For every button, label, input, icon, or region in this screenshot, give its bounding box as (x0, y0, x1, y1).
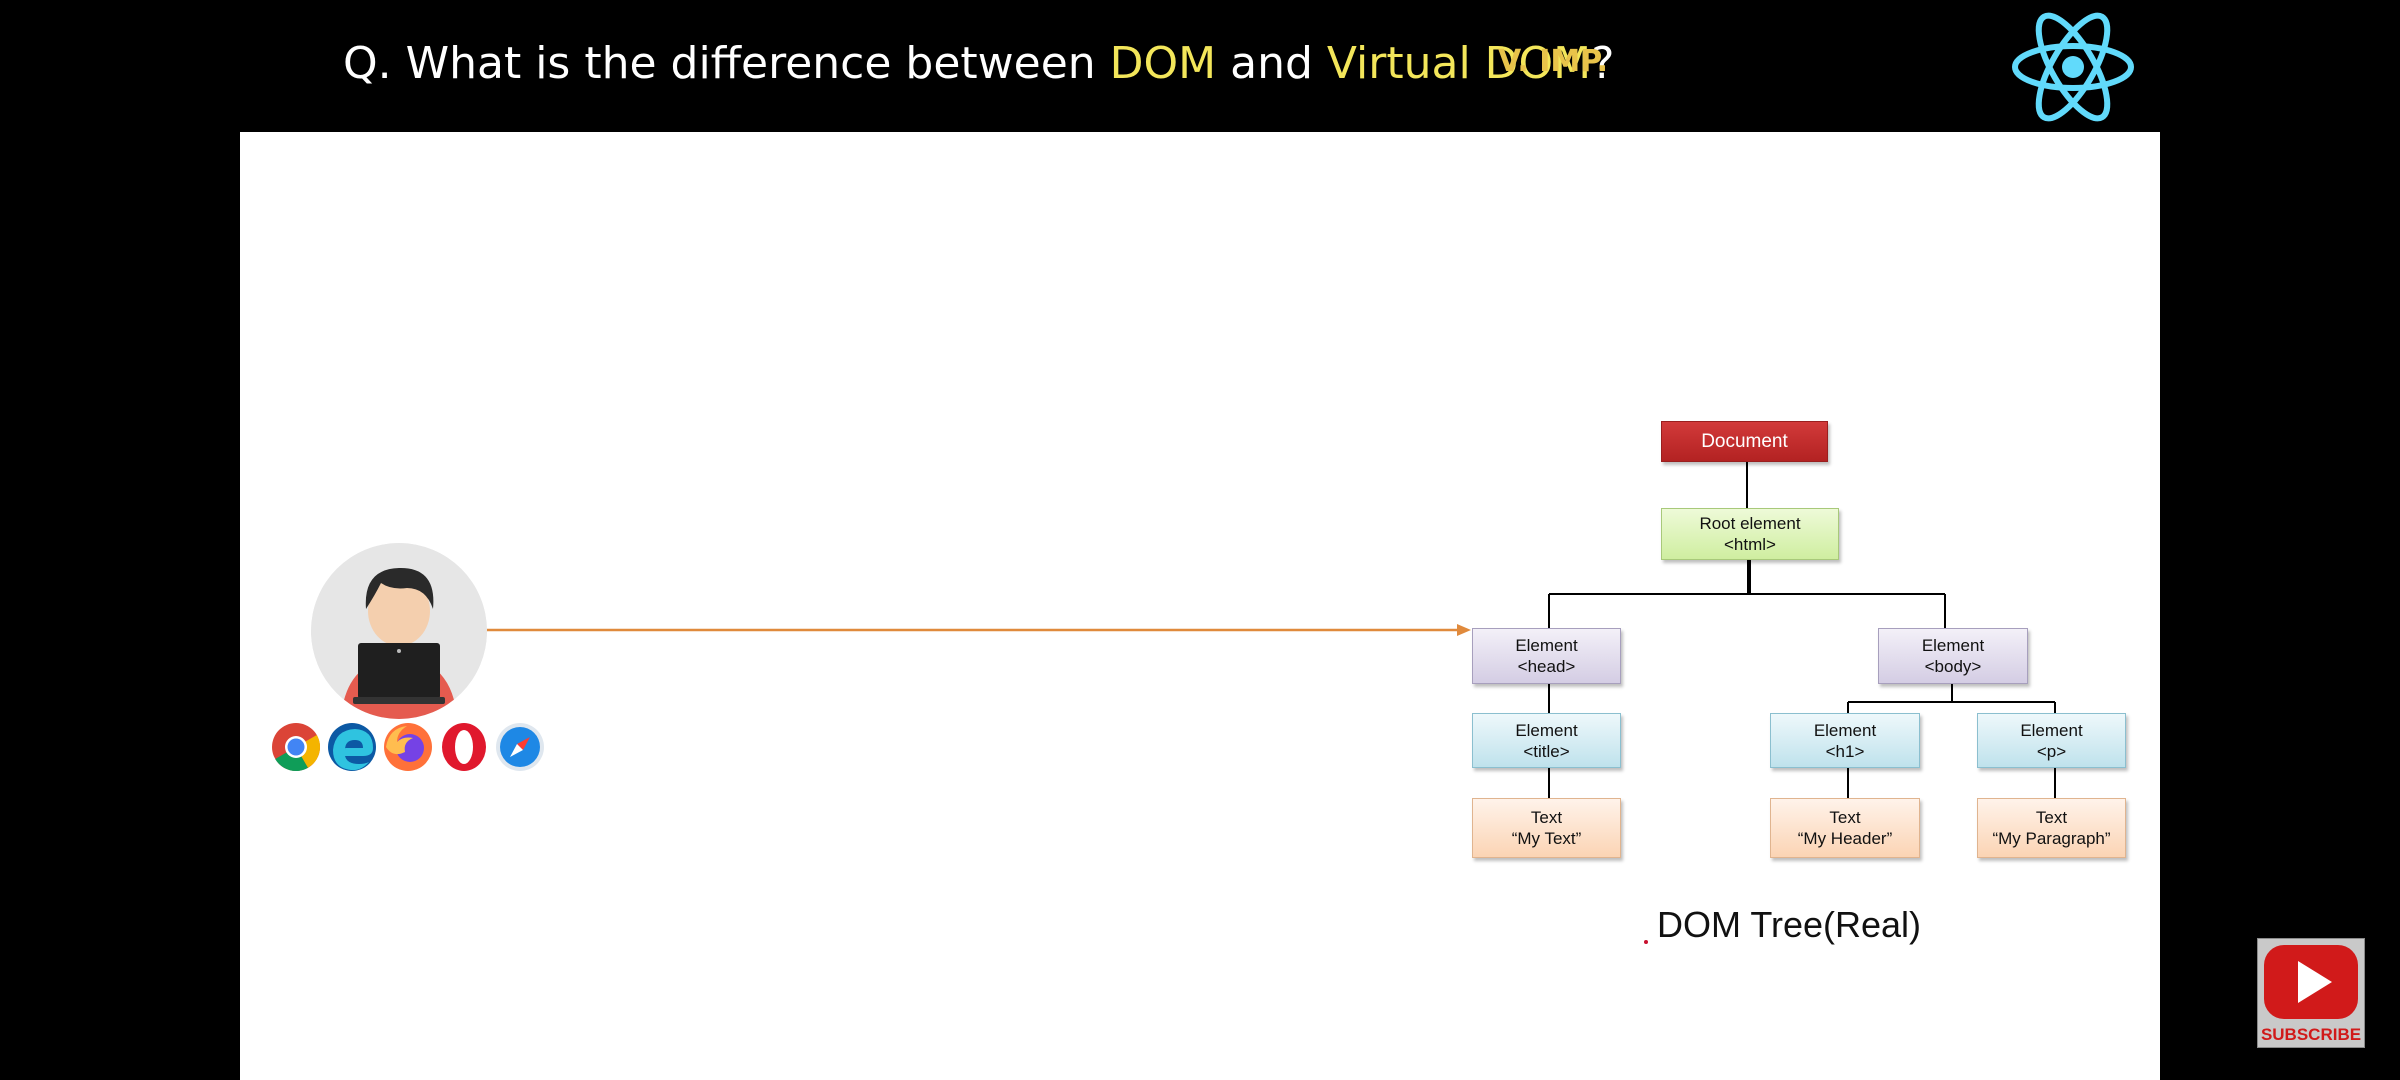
node-h1: Element <h1> (1770, 713, 1920, 768)
title-dom: DOM (1109, 38, 1217, 89)
cursor-dot (1644, 940, 1648, 944)
node-title-line2: <title> (1523, 741, 1570, 761)
node-document: Document (1661, 421, 1828, 462)
node-h1-line1: Element (1813, 720, 1877, 740)
subscribe-button[interactable]: SUBSCRIBE (2257, 938, 2365, 1048)
node-head-line2: <head> (1517, 657, 1576, 676)
title-question-mark: ? (1591, 38, 1615, 89)
node-title-line1: Element (1515, 720, 1578, 740)
node-title: Element <title> (1472, 713, 1621, 768)
node-p: Element <p> (1977, 713, 2126, 768)
node-text2-line2: “My Header” (1797, 829, 1893, 848)
importance-label: V. IMP. (1498, 44, 1609, 79)
request-arrow (487, 624, 1471, 636)
node-text-title: Text “My Text” (1472, 798, 1621, 858)
subscribe-label: SUBSCRIBE (2260, 1025, 2362, 1044)
node-head-line1: Element (1515, 636, 1578, 655)
slide-canvas (240, 132, 2160, 1080)
diagram-caption: DOM Tree(Real) (1657, 904, 1922, 945)
node-text1-line2: “My Text” (1511, 829, 1582, 848)
node-head: Element <head> (1472, 628, 1621, 684)
browser-icons (271, 722, 545, 778)
title-and: and (1216, 38, 1327, 89)
node-body-line2: <body> (1924, 657, 1982, 676)
node-root-line2: <html> (1724, 535, 1776, 554)
title-prefix: Q. What is the difference between (343, 38, 1110, 89)
node-text3-line2: “My Paragraph” (1992, 829, 2111, 848)
firefox-icon (384, 723, 432, 771)
node-text2-line1: Text (1829, 808, 1861, 827)
safari-icon (496, 723, 544, 771)
node-p-line2: <p> (2036, 741, 2067, 761)
chrome-icon (272, 723, 320, 772)
node-text3-line1: Text (2035, 808, 2068, 827)
youtube-play-icon (2264, 945, 2358, 1019)
question-title: Q. What is the difference between DOM an… (343, 34, 1615, 94)
node-root-line1: Root element (1699, 514, 1801, 533)
node-p-line1: Element (2020, 720, 2083, 740)
user-avatar (311, 543, 487, 719)
opera-icon (442, 723, 486, 771)
node-root-html: Root element <html> (1661, 508, 1839, 560)
node-h1-line2: <h1> (1825, 741, 1865, 761)
node-body: Element <body> (1878, 628, 2028, 684)
react-logo-icon (2012, 12, 2134, 122)
node-text1-line1: Text (1530, 808, 1563, 827)
developer-with-laptop-icon (311, 543, 487, 719)
node-body-line1: Element (1921, 636, 1985, 655)
edge-icon (328, 723, 376, 771)
node-document-label: Document (1701, 431, 1788, 452)
node-text-p: Text “My Paragraph” (1977, 798, 2126, 858)
node-text-h1: Text “My Header” (1770, 798, 1920, 858)
title-virtual-dom: Virtual DOM (1326, 38, 1592, 89)
